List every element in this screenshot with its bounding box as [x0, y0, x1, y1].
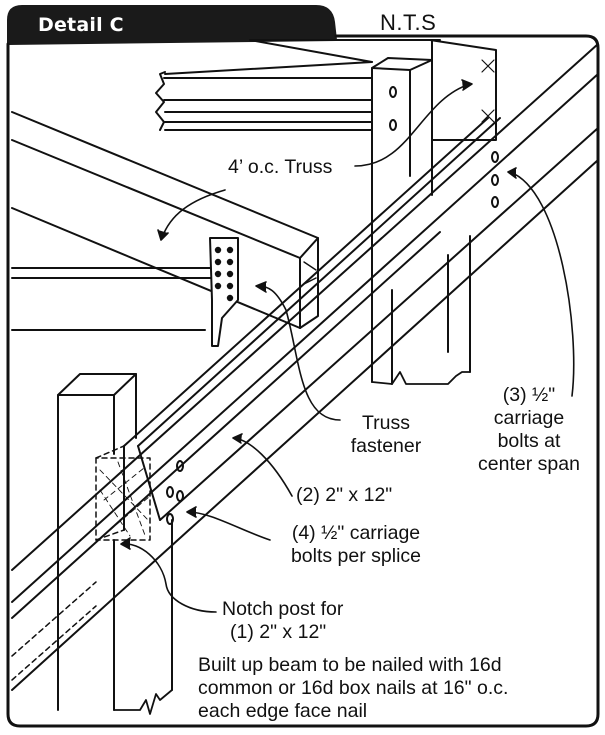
truss-fastener-line1: Truss: [361, 412, 411, 434]
splice-notch: [11, 445, 151, 681]
splice-bolts-line2: bolts per splice: [290, 545, 422, 567]
notch-line1: Notch post for: [222, 598, 344, 620]
built-up-beam: [11, 43, 599, 691]
splice-bolts-line1: (4) ½" carriage: [291, 522, 421, 544]
nailing-line3: each edge face nail: [198, 700, 368, 722]
truss-fastener-plate: [209, 237, 239, 347]
center-bolts-line4: center span: [478, 453, 580, 475]
background-truss: [155, 61, 373, 131]
truss-end-marks: [481, 59, 495, 123]
scale-note: N.T.S: [380, 10, 437, 35]
leader-lines: [120, 79, 575, 613]
center-bolts-line3: bolts at: [497, 430, 561, 452]
notch-line2: (1) 2" x 12": [230, 621, 327, 643]
middle-rafter: [11, 111, 319, 331]
right-post: [371, 235, 471, 385]
center-bolts-label: (3) ½" carriage bolts at center span: [460, 384, 598, 476]
truss-spacing-label: 4’ o.c. Truss: [228, 156, 333, 178]
nailing-note: Built up beam to be nailed with 16d comm…: [198, 654, 508, 723]
truss-fastener-label: Truss fastener: [336, 412, 436, 458]
left-post: [57, 373, 173, 715]
nailing-line1: Built up beam to be nailed with 16d: [198, 654, 502, 676]
truss-fastener-line2: fastener: [350, 435, 422, 457]
drawing-border: [6, 34, 600, 728]
detail-title: Detail C: [38, 14, 124, 36]
splice-bolts-label: (4) ½" carriage bolts per splice: [270, 522, 442, 568]
title-tab: [7, 5, 337, 45]
bolt-holes: [166, 86, 499, 525]
nailing-line2: common or 16d box nails at 16" o.c.: [198, 677, 509, 699]
notch-post-label: Notch post for (1) 2" x 12": [222, 598, 343, 644]
center-bolts-line1: (3) ½": [502, 384, 556, 406]
center-bolts-line2: carriage: [493, 407, 565, 429]
beam-size-label: (2) 2" x 12": [296, 484, 393, 506]
